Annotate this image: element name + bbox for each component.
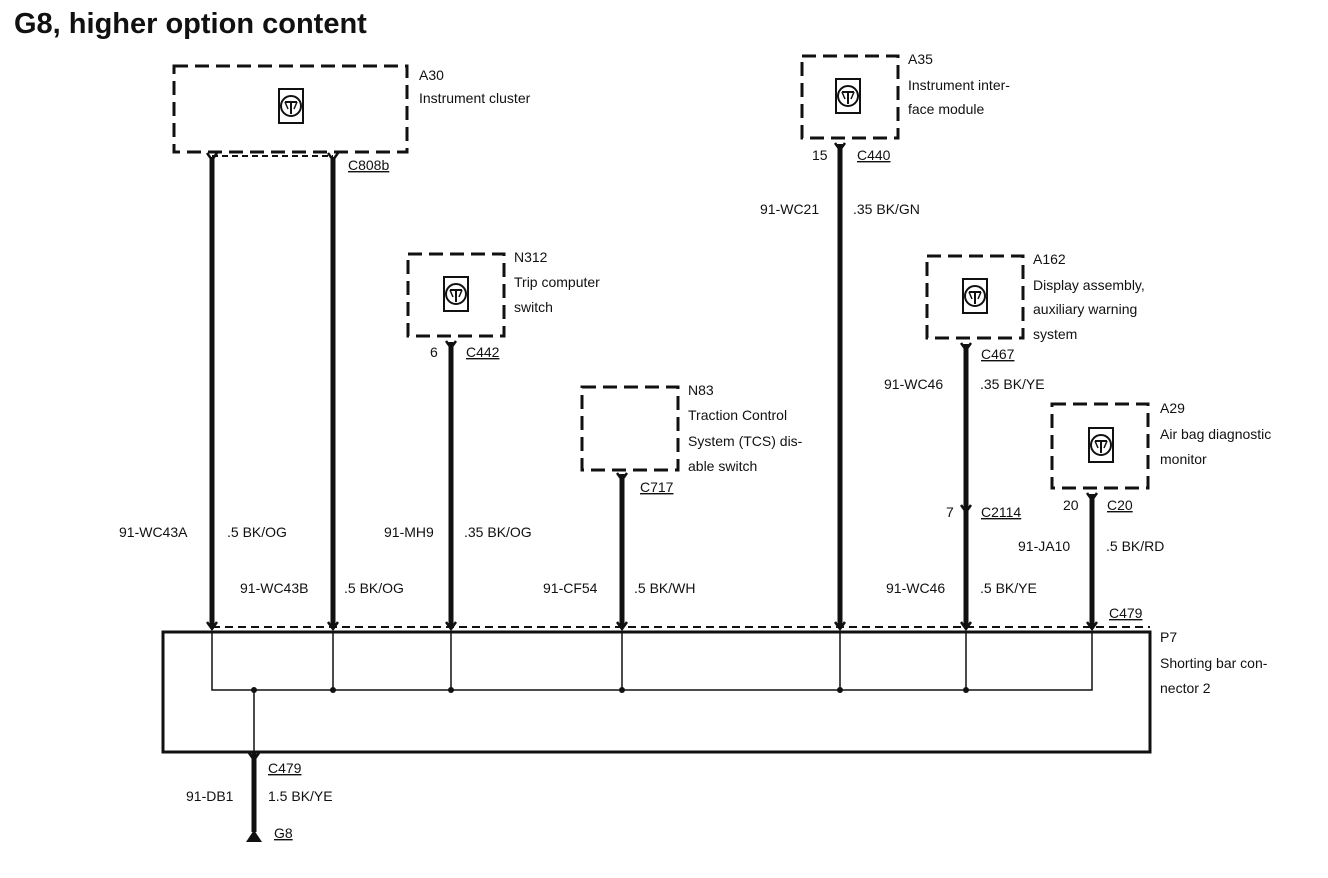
component-name: Instrument cluster	[419, 90, 531, 106]
module-symbol-icon	[835, 78, 861, 114]
wire-circuit: 91-WC43A	[119, 524, 188, 540]
component-name-line1: Shorting bar con-	[1160, 655, 1268, 671]
wire-spec: .5 BK/RD	[1106, 538, 1164, 554]
ground-g8: G8	[274, 825, 293, 841]
component-name-line2: nector 2	[1160, 680, 1211, 696]
component-id: A30	[419, 67, 444, 83]
connector-c467: C467	[981, 346, 1015, 362]
connector-c442: C442	[466, 344, 500, 360]
component-name-line1: Instrument inter-	[908, 77, 1010, 93]
wire-circuit: 91-DB1	[186, 788, 234, 804]
wire-circuit: 91-MH9	[384, 524, 434, 540]
wire-circuit: 91-WC46	[884, 376, 943, 392]
wire-spec: .35 BK/OG	[464, 524, 532, 540]
wire-spec: .5 BK/WH	[634, 580, 695, 596]
component-name-line2: auxiliary warning	[1033, 301, 1137, 317]
component-n312: N312 Trip computer switch	[406, 249, 600, 338]
module-symbol-icon	[1088, 427, 1114, 463]
module-symbol-icon	[962, 278, 988, 314]
connector-c479-top: C479	[1109, 605, 1143, 621]
wire-labels: 91-WC43A .5 BK/OG 91-WC43B .5 BK/OG 91-M…	[119, 201, 1164, 804]
wire-circuit: 91-WC21	[760, 201, 819, 217]
component-a29: A29 Air bag diagnostic monitor	[1050, 400, 1271, 490]
component-a35: A35 Instrument inter- face module	[800, 51, 1010, 140]
component-a162: A162 Display assembly, auxiliary warning…	[925, 251, 1145, 342]
component-name-line1: Trip computer	[514, 274, 600, 290]
ground-symbol-icon	[246, 830, 262, 842]
component-name-line3: able switch	[688, 458, 757, 474]
connector-c808b: C808b	[348, 157, 389, 173]
wire-spec: .5 BK/OG	[227, 524, 287, 540]
wire-circuit: 91-WC46	[886, 580, 945, 596]
page-title: G8, higher option content	[14, 8, 367, 40]
component-id: N83	[688, 382, 714, 398]
component-a30: A30 Instrument cluster	[172, 64, 531, 154]
pin-number: 15	[812, 147, 828, 163]
connector-c20: C20	[1107, 497, 1133, 513]
wire-circuit: 91-WC43B	[240, 580, 308, 596]
component-name-line2: face module	[908, 101, 984, 117]
component-id: N312	[514, 249, 548, 265]
pin-number: 20	[1063, 497, 1079, 513]
wire-circuit: 91-CF54	[543, 580, 598, 596]
component-id: A162	[1033, 251, 1066, 267]
component-name-line2: System (TCS) dis-	[688, 433, 803, 449]
component-id: A35	[908, 51, 933, 67]
component-name-line1: Display assembly,	[1033, 277, 1145, 293]
module-symbol-icon	[278, 88, 304, 124]
pin-number: 6	[430, 344, 438, 360]
component-name-line1: Air bag diagnostic	[1160, 426, 1271, 442]
component-name-line2: switch	[514, 299, 553, 315]
connector-c717: C717	[640, 479, 674, 495]
component-name-line1: Traction Control	[688, 407, 787, 423]
wire-spec: .5 BK/OG	[344, 580, 404, 596]
wire-circuit: 91-JA10	[1018, 538, 1070, 554]
wire-spec: .35 BK/GN	[853, 201, 920, 217]
wire-spec: 1.5 BK/YE	[268, 788, 333, 804]
pin-number: 7	[946, 504, 954, 520]
component-name-line2: monitor	[1160, 451, 1207, 467]
component-id: P7	[1160, 629, 1177, 645]
module-symbol-icon	[443, 276, 469, 312]
connector-c440: C440	[857, 147, 891, 163]
wire-spec: .5 BK/YE	[980, 580, 1037, 596]
component-n83: N83 Traction Control System (TCS) dis- a…	[580, 382, 803, 474]
wire-spec: .35 BK/YE	[980, 376, 1045, 392]
connector-c2114: C2114	[981, 504, 1021, 520]
component-id: A29	[1160, 400, 1185, 416]
component-p7: P7 Shorting bar con- nector 2	[161, 629, 1268, 754]
connector-c479-bottom: C479	[268, 760, 302, 776]
wire-group	[209, 144, 1095, 832]
component-name-line3: system	[1033, 326, 1077, 342]
